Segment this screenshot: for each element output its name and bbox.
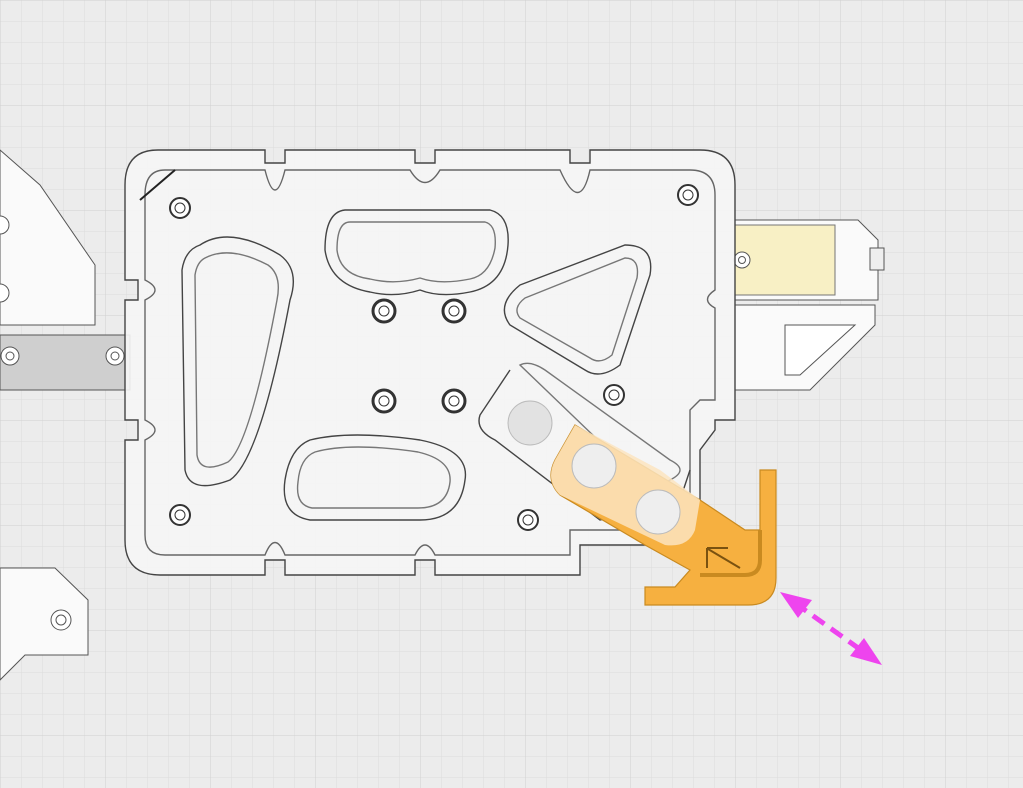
selected-lever-part[interactable]	[550, 424, 777, 606]
bottom-left-bracket[interactable]	[0, 567, 89, 681]
right-motor-mount[interactable]	[733, 219, 885, 391]
lever-hole	[635, 489, 681, 535]
screw-holes	[169, 184, 699, 531]
move-direction-arrow-icon[interactable]	[780, 592, 882, 665]
direction-arrow-icon	[706, 547, 741, 569]
ghost-hole	[507, 400, 553, 446]
lever-hole	[571, 443, 617, 489]
